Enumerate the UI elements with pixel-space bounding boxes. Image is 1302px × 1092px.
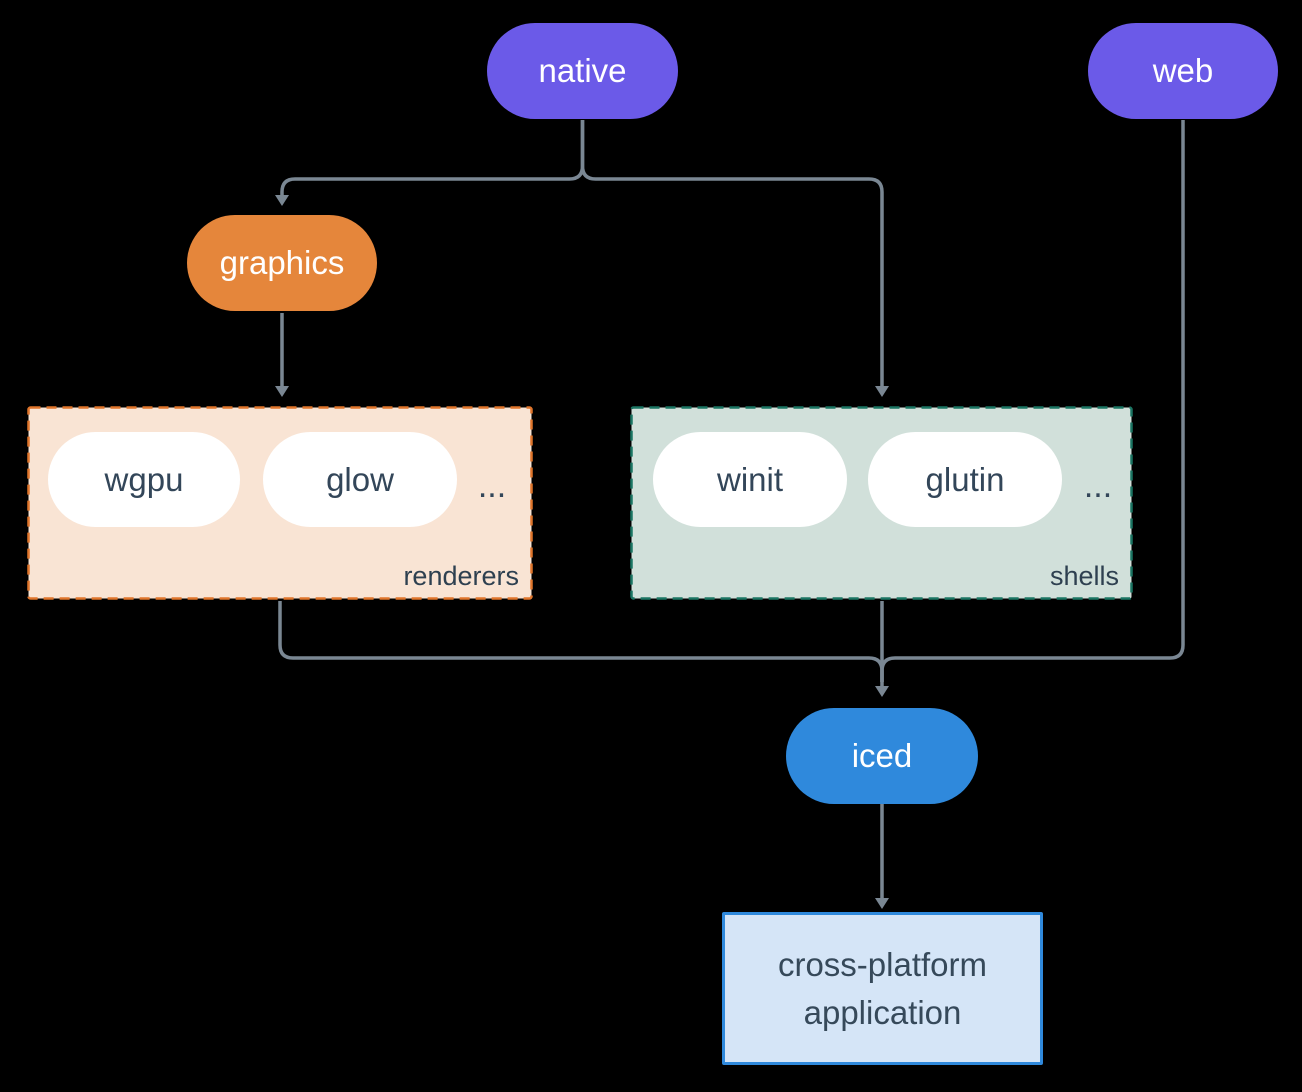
- shells-ellipsis: ...: [1083, 467, 1113, 505]
- edge-renderers-iced: [278, 601, 884, 682]
- pill-glutin-label: glutin: [925, 460, 1005, 498]
- edge-native-shells: [580, 120, 889, 397]
- node-web-label: web: [1152, 52, 1214, 89]
- pill-wgpu-label: wgpu: [104, 460, 184, 498]
- group-shells-label: shells: [1049, 561, 1119, 591]
- node-iced-label: iced: [851, 737, 913, 774]
- pill-winit-label: winit: [716, 460, 784, 498]
- node-graphics-label: graphics: [219, 244, 345, 281]
- group-renderers: wgpu glow ... renderers: [27, 406, 533, 600]
- node-graphics: graphics: [187, 215, 377, 311]
- pill-wgpu: wgpu: [48, 432, 240, 527]
- pill-winit: winit: [653, 432, 847, 527]
- node-cross-platform-application: cross-platform application: [722, 912, 1043, 1065]
- node-native-label: native: [538, 52, 627, 89]
- renderers-ellipsis: ...: [477, 467, 507, 505]
- app-label-line1: cross-platform: [777, 945, 988, 983]
- pill-glutin: glutin: [868, 432, 1062, 527]
- pill-glow-label: glow: [326, 460, 394, 498]
- node-iced: iced: [786, 708, 978, 804]
- pill-glow: glow: [263, 432, 457, 527]
- node-web: web: [1088, 23, 1278, 119]
- node-native: native: [487, 23, 678, 119]
- app-label-line2: application: [803, 993, 962, 1031]
- group-renderers-label: renderers: [403, 561, 519, 591]
- group-shells: winit glutin ... shells: [630, 406, 1133, 600]
- edge-native-graphics: [275, 120, 585, 206]
